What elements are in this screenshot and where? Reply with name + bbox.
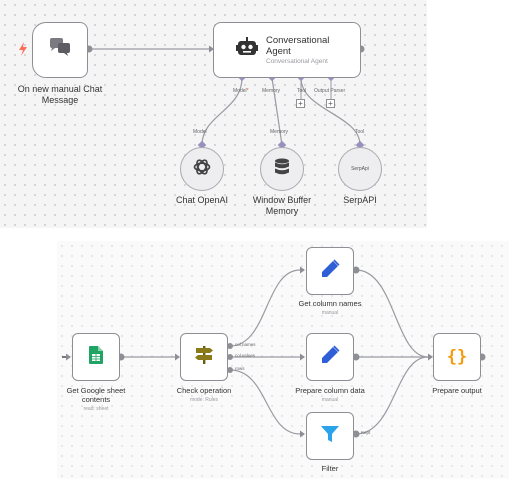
window-buffer-memory-node[interactable] (260, 147, 304, 191)
output-parser-port-label: Output Parser (314, 88, 346, 94)
database-icon (274, 158, 290, 181)
check-output-port-1[interactable] (227, 343, 233, 349)
window-buffer-memory-label: Window Buffer Memory (252, 195, 312, 216)
get-columns-output-port[interactable] (352, 266, 360, 274)
check-input-port[interactable] (175, 353, 180, 361)
get-column-names-node[interactable] (306, 247, 354, 295)
prepare-output-node[interactable]: {} (433, 333, 481, 381)
filter-input-port[interactable] (300, 430, 305, 438)
code-braces-icon: {} (446, 347, 468, 367)
conversational-agent-node[interactable]: Conversational Agent Conversational Agen… (213, 22, 361, 78)
connection-model[interactable] (201, 77, 243, 146)
get-columns-input-port[interactable] (300, 266, 305, 274)
chat-trigger-node[interactable] (32, 22, 88, 78)
get-column-names-subtitle: manual (321, 310, 339, 316)
connection-memory[interactable] (271, 77, 283, 146)
kept-output-label: Kept (361, 430, 371, 435)
connection-get-columns-output[interactable] (355, 269, 429, 358)
chat-openai-port-label: Model (193, 129, 207, 135)
connection-filter-output[interactable] (355, 356, 429, 435)
add-output-parser-button[interactable]: + (326, 99, 335, 108)
prepare-output-label: Prepare output (432, 386, 482, 395)
get-sheet-subtitle: read: sheet (83, 406, 109, 412)
google-sheets-node[interactable] (72, 333, 120, 381)
get-column-names-label: Get column names (298, 299, 362, 308)
get-sheet-label: Get Google sheet contents (66, 386, 126, 404)
prepare-column-input-port[interactable] (300, 353, 305, 361)
robot-icon (236, 36, 258, 64)
check-operation-subtitle: mode: Rules (189, 397, 219, 403)
col-values-output-label: col values (235, 353, 256, 358)
check-output-port-2[interactable] (227, 354, 233, 360)
agent-subtitle: Conversational Agent (266, 58, 328, 65)
col-names-output-label: col names (235, 342, 256, 347)
chat-openai-label: Chat OpenAI (175, 195, 229, 205)
sheet-input-port[interactable] (66, 353, 71, 361)
chat-openai-node[interactable] (180, 147, 224, 191)
chat-bubbles-icon (48, 37, 72, 64)
openai-icon (192, 157, 212, 182)
connection-tool[interactable] (300, 77, 361, 146)
serpapi-icon: SerpApi (351, 166, 369, 172)
filter-output-port[interactable] (352, 430, 360, 438)
agent-title: Conversational Agent (266, 35, 330, 57)
required-asterisk: * (246, 88, 249, 94)
rows-output-label: rows (235, 366, 245, 371)
check-operation-label: Check operation (176, 386, 232, 395)
connection-col-names[interactable] (229, 269, 301, 347)
prepare-column-data-node[interactable] (306, 333, 354, 381)
check-operation-node[interactable] (180, 333, 228, 381)
serpapi-node[interactable]: SerpApi (338, 147, 382, 191)
serpapi-label: SerpAPI (343, 195, 377, 205)
pencil-icon (320, 259, 340, 284)
agent-input-port[interactable] (209, 45, 214, 53)
tool-port-label: Tool (297, 88, 307, 94)
filter-node[interactable] (306, 412, 354, 460)
add-tool-button[interactable]: + (296, 99, 305, 108)
lightning-icon (18, 42, 28, 56)
model-port-label: Model* (233, 88, 249, 94)
serpapi-port-label: Tool (355, 129, 365, 135)
prepare-column-data-subtitle: manual (321, 397, 339, 403)
connection-rows[interactable] (229, 369, 301, 435)
pencil-icon (320, 345, 340, 370)
signpost-icon (194, 345, 214, 370)
prepare-column-data-label: Prepare column data (295, 386, 365, 395)
chat-trigger-label: On new manual Chat Message (17, 84, 103, 105)
memory-port-label: Memory (262, 88, 281, 94)
check-output-port-3[interactable] (227, 367, 233, 373)
filter-label: Filter (321, 464, 339, 473)
prepare-output-input-port[interactable] (428, 353, 433, 361)
funnel-icon (320, 424, 340, 449)
prepare-column-output-port[interactable] (352, 353, 360, 361)
google-sheets-icon (89, 345, 103, 369)
memory-node-port-label: Memory (270, 129, 289, 135)
